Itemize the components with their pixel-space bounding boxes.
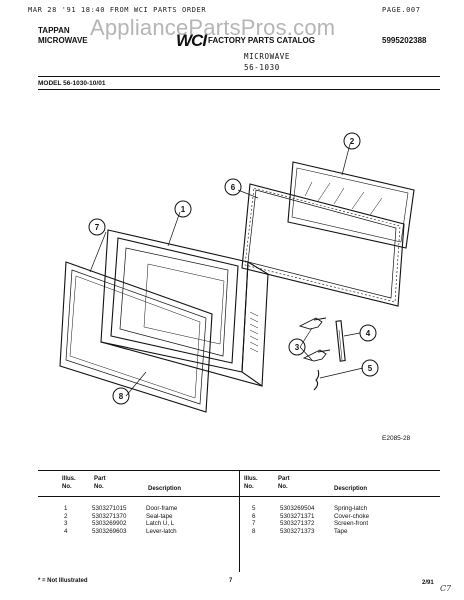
callout-1: 1 <box>181 205 186 214</box>
left-header-illus: Illus. <box>62 476 76 482</box>
callout-2: 2 <box>350 137 355 146</box>
model-line: MODEL 56-1030-10/01 <box>38 80 106 87</box>
top-rule <box>38 76 440 77</box>
catalog-number: 5995202388 <box>382 36 427 45</box>
callout-5: 5 <box>368 364 373 373</box>
wci-logo: WCI <box>176 31 207 50</box>
left-header-part: Part <box>94 476 106 482</box>
left-header-description: Description <box>148 486 182 492</box>
page-number: 7 <box>229 578 233 584</box>
left-header-no: No. <box>62 484 72 490</box>
right-header-no: No. <box>244 484 254 490</box>
product-model: 56-1030 <box>244 63 280 72</box>
catalog-title: FACTORY PARTS CATALOG <box>208 36 315 45</box>
callout-3: 3 <box>295 343 300 352</box>
fax-header-right: PAGE.007 <box>382 6 421 14</box>
table-divider <box>239 470 240 572</box>
product-name: MICROWAVE <box>244 52 291 61</box>
right-header-part: Part <box>278 476 290 482</box>
model-rule <box>38 89 440 90</box>
brand-name: TAPPAN <box>38 26 70 35</box>
callout-7: 7 <box>95 223 100 232</box>
callout-6: 6 <box>231 183 236 192</box>
left-header-part-no: No. <box>94 484 104 490</box>
watermark: AppliancePartsPros.com <box>90 15 336 40</box>
right-header-part-no: No. <box>278 484 288 490</box>
footnote: * = Not Illustrated <box>38 578 88 584</box>
footer-scribble: C7 <box>440 584 452 593</box>
brand-product: MICROWAVE <box>38 36 88 45</box>
right-header-illus: Illus. <box>244 476 258 482</box>
callout-4: 4 <box>366 329 371 338</box>
drawing-code: E2085-28 <box>382 435 411 442</box>
exploded-diagram: 1 2 3 4 5 6 7 8 E2085-28 <box>59 132 415 442</box>
fax-header-left: MAR 28 '91 18:40 FROM WCI PARTS ORDER <box>28 6 207 14</box>
footer-date: 2/91 <box>422 580 434 586</box>
right-header-description: Description <box>334 486 368 492</box>
table-header-rule <box>38 496 440 497</box>
callout-8: 8 <box>119 392 124 401</box>
